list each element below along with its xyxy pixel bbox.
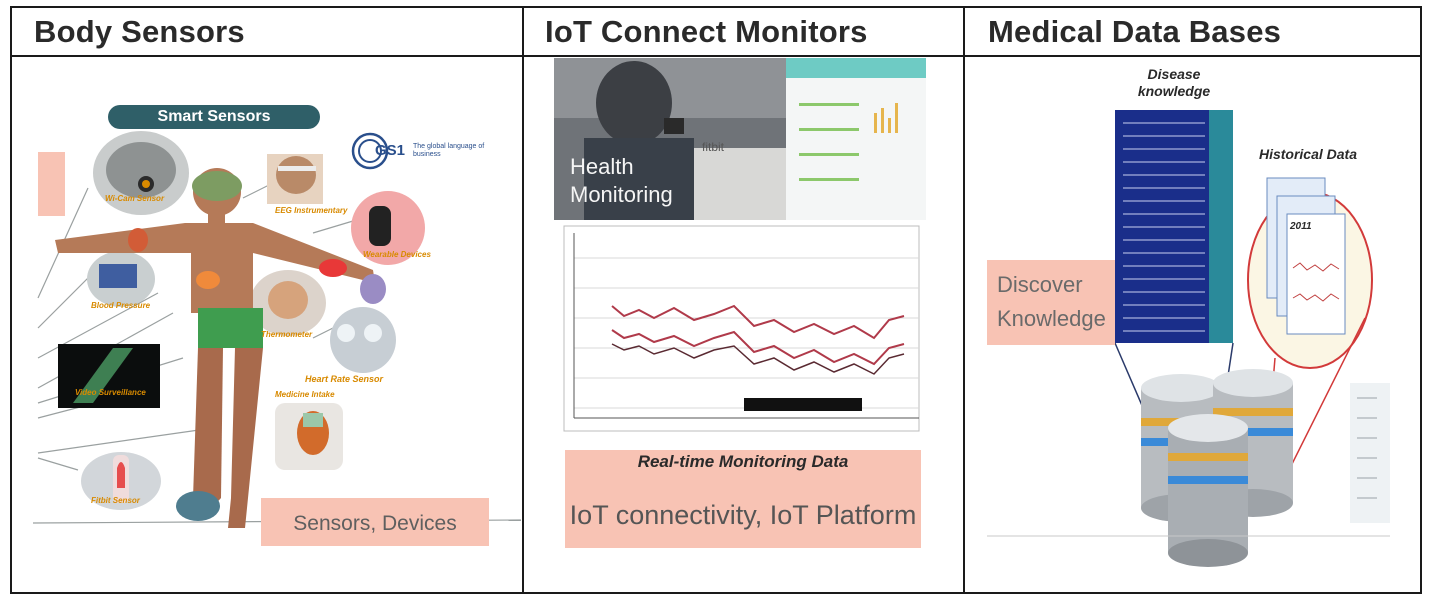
smart-sensors-banner: Smart Sensors <box>108 105 320 129</box>
body-sensors-illustration <box>32 131 522 528</box>
sensor-label: Fitbit Sensor <box>91 496 140 505</box>
table-frame <box>10 6 1422 594</box>
sensors-devices-box <box>261 498 489 546</box>
sensor-label: Thermometer <box>261 330 313 339</box>
body-sensors-panel: Smart Sensors GS1 The global language of… <box>13 58 522 592</box>
sensor-label: EEG Instrumentary <box>275 206 348 215</box>
medical-db-panel: Disease knowledge Historical Data 2011 D… <box>965 58 1422 592</box>
sensor-label: Blood Pressure <box>91 301 151 310</box>
sensor-label: Video Surveillance <box>75 388 146 397</box>
header-divider <box>10 55 1422 57</box>
sensors-devices-caption: Sensors, Devices <box>293 512 457 535</box>
iot-connectivity-caption: IoT connectivity, IoT Platform <box>569 500 917 530</box>
medical-db-illustration <box>987 110 1390 567</box>
historical-data-label: Historical Data <box>1258 146 1358 162</box>
sensor-label: Medicine Intake <box>275 390 335 399</box>
health-monitoring-caption: Health Monitoring <box>570 154 673 207</box>
gs1-logo: GS1 <box>375 142 406 159</box>
header-body-sensors: Body Sensors <box>34 14 245 49</box>
column-divider-1 <box>522 6 524 594</box>
sensor-label: Wearable Devices <box>363 250 431 259</box>
header-iot-monitors: IoT Connect Monitors <box>545 14 868 49</box>
iot-monitors-panel: Health Monitoring fitbit Real-time Monit… <box>524 58 962 592</box>
column-divider-2 <box>963 6 965 594</box>
disease-knowledge-label: Disease knowledge <box>1137 66 1211 99</box>
sensor-label: Wi-Cam Sensor <box>105 194 165 203</box>
gs1-tagline: The global language of business <box>413 143 485 158</box>
doc-year-label: 2011 <box>1290 221 1312 232</box>
sensor-label: Heart Rate Sensor <box>305 374 384 384</box>
iot-monitors-illustration <box>554 58 926 548</box>
realtime-data-caption: Real-time Monitoring Data <box>637 452 849 471</box>
header-medical-db: Medical Data Bases <box>988 14 1282 49</box>
fitbit-brand: fitbit <box>702 140 725 154</box>
discover-knowledge-caption: Discover Knowledge <box>997 272 1106 331</box>
